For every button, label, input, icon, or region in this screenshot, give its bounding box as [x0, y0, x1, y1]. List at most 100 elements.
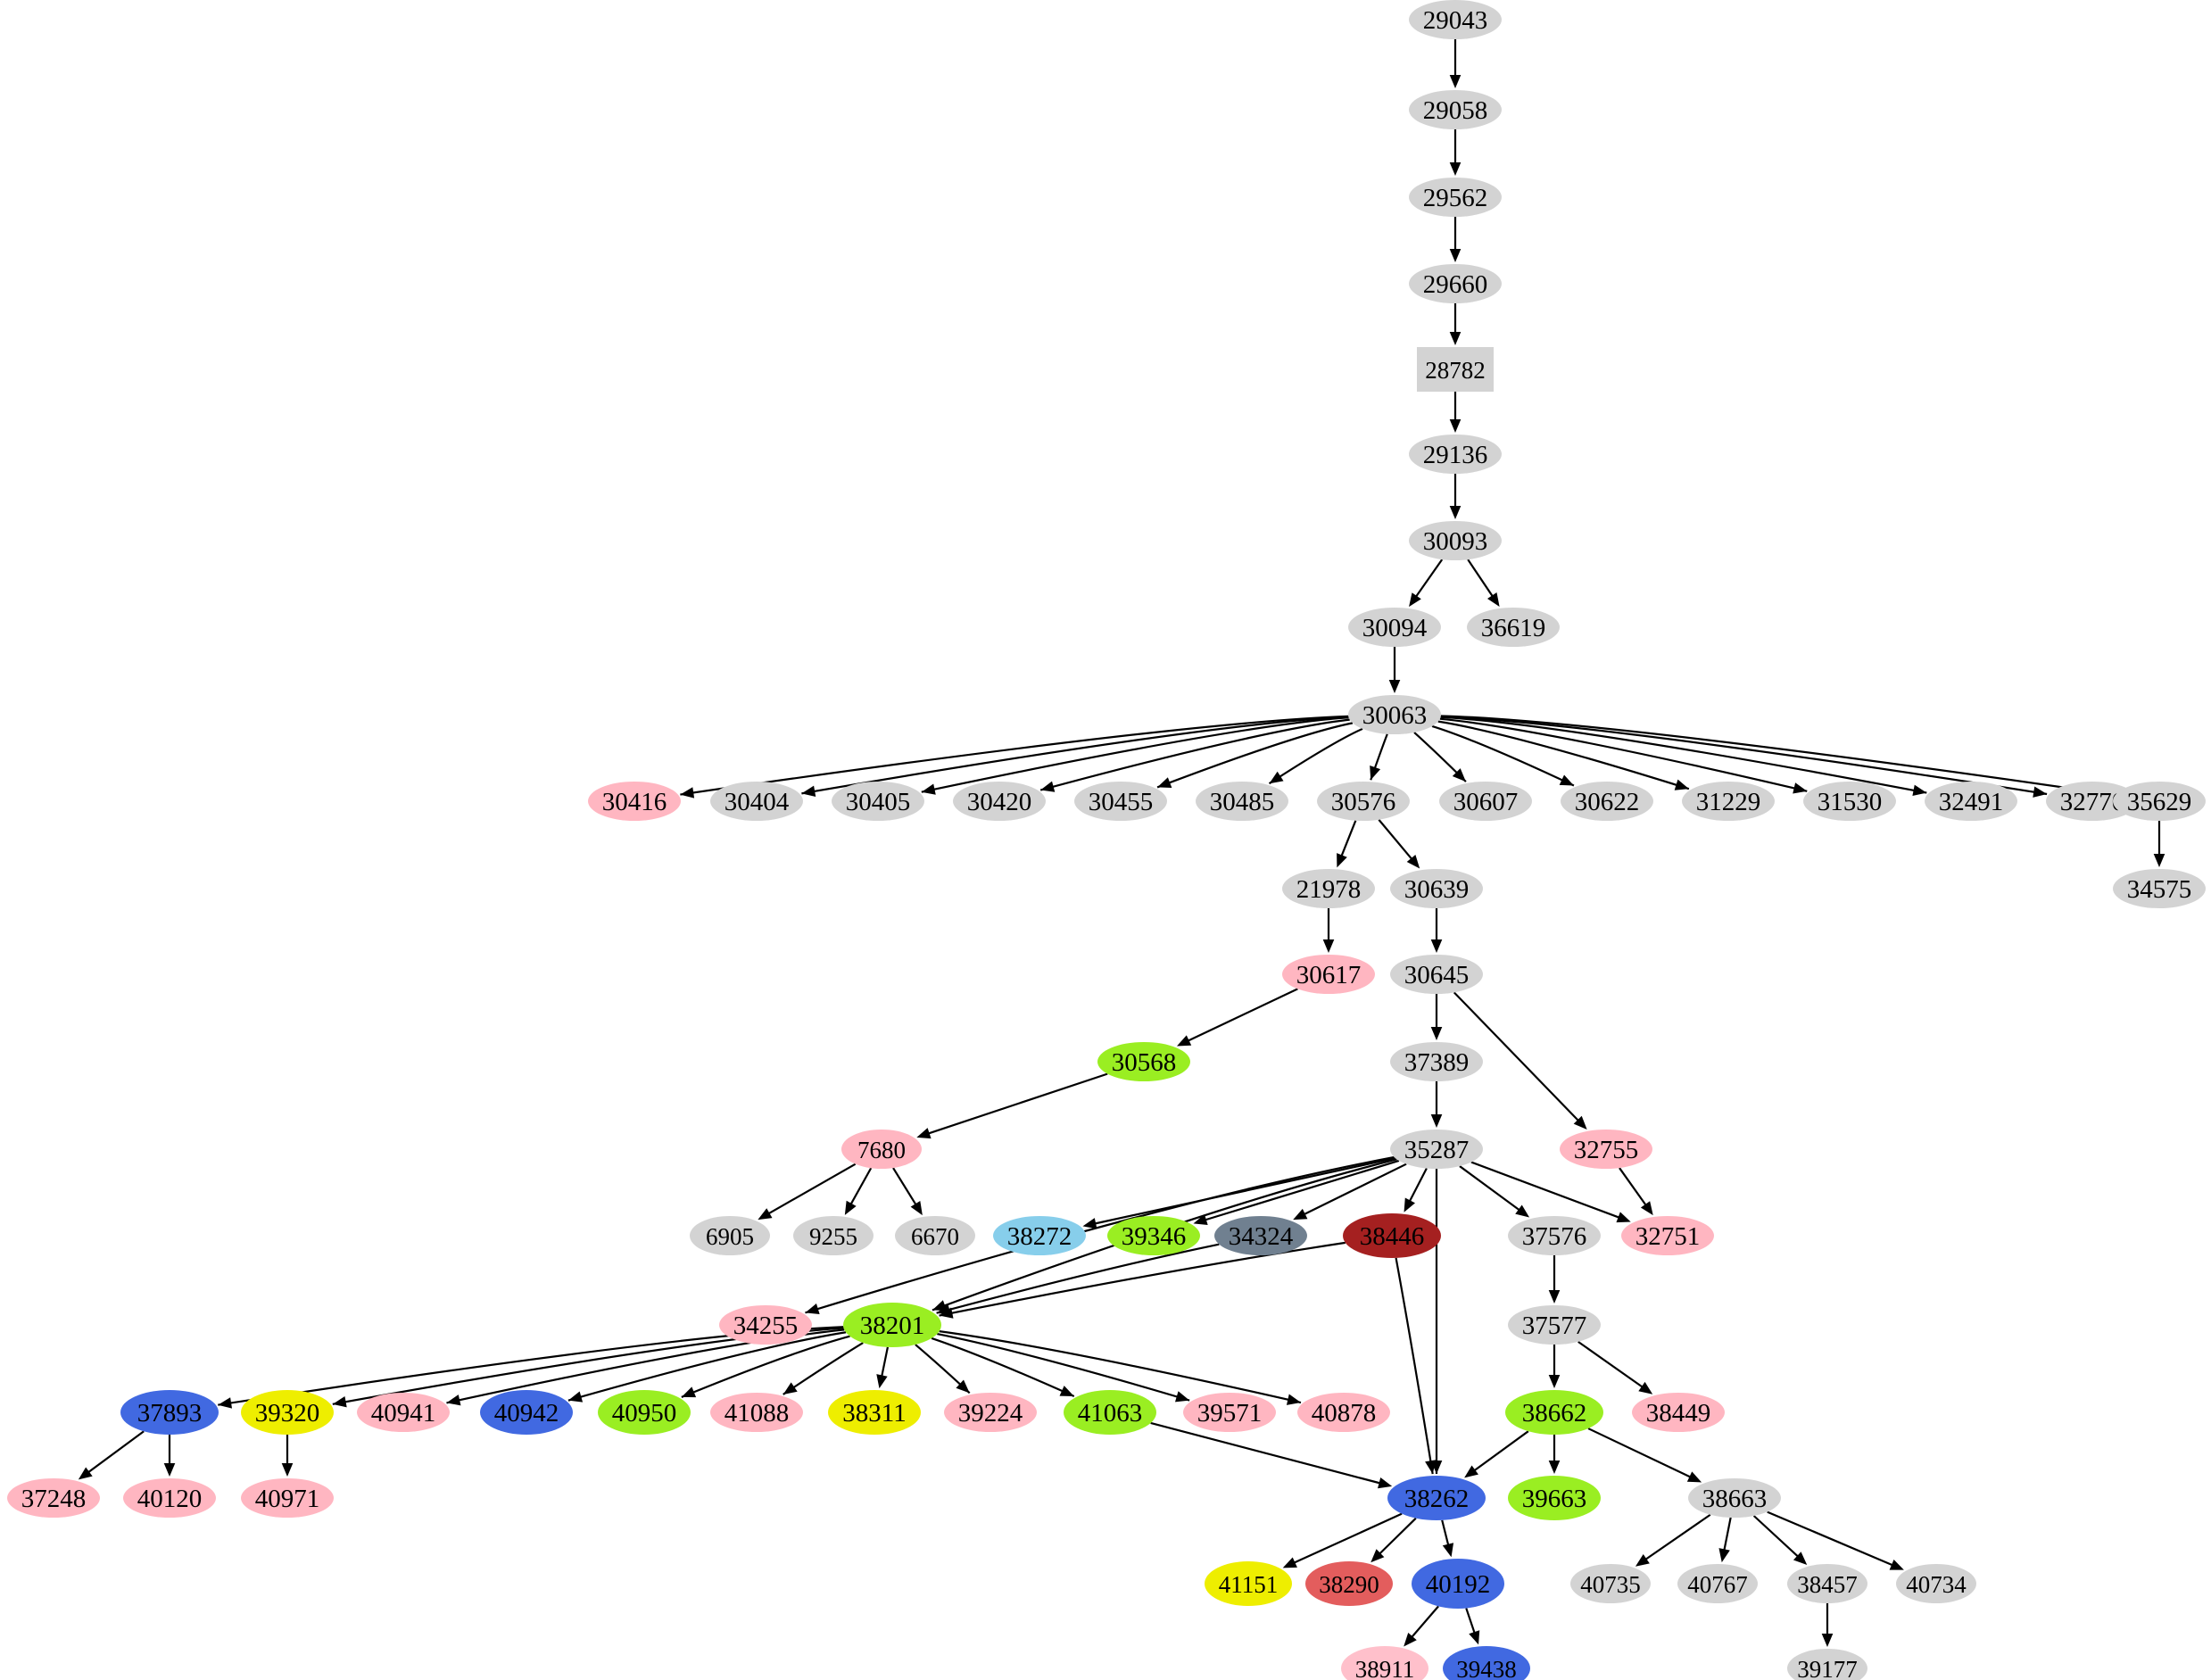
node-ellipse[interactable]	[2046, 782, 2139, 821]
graph-node[interactable]: 38201	[843, 1303, 941, 1347]
graph-node[interactable]: 32755	[1560, 1130, 1652, 1169]
node-ellipse[interactable]	[1387, 1476, 1486, 1520]
graph-node[interactable]: 38272	[993, 1216, 1086, 1255]
graph-node[interactable]: 38290	[1305, 1561, 1393, 1606]
node-ellipse[interactable]	[1348, 695, 1441, 734]
graph-node[interactable]: 40971	[241, 1478, 334, 1518]
graph-node[interactable]: 6670	[895, 1216, 975, 1255]
node-ellipse[interactable]	[1214, 1216, 1307, 1255]
graph-node[interactable]: 35287	[1390, 1130, 1483, 1169]
node-rect[interactable]	[1417, 347, 1494, 392]
node-ellipse[interactable]	[1896, 1564, 1976, 1603]
graph-node[interactable]: 28782	[1417, 347, 1494, 392]
graph-node[interactable]: 36619	[1467, 608, 1560, 647]
node-ellipse[interactable]	[1282, 869, 1375, 908]
graph-node[interactable]: 38663	[1688, 1478, 1781, 1518]
node-ellipse[interactable]	[828, 1390, 921, 1435]
node-ellipse[interactable]	[843, 1303, 941, 1347]
node-ellipse[interactable]	[1107, 1216, 1200, 1255]
node-ellipse[interactable]	[953, 782, 1046, 821]
graph-node[interactable]: 38662	[1505, 1390, 1603, 1435]
node-ellipse[interactable]	[598, 1390, 691, 1435]
node-ellipse[interactable]	[1390, 869, 1483, 908]
graph-node[interactable]: 38911	[1341, 1646, 1428, 1680]
graph-node[interactable]: 38457	[1787, 1564, 1867, 1603]
node-ellipse[interactable]	[1064, 1390, 1156, 1435]
graph-node[interactable]: 37248	[7, 1478, 100, 1518]
node-ellipse[interactable]	[1409, 90, 1502, 129]
graph-node[interactable]: 30094	[1348, 608, 1441, 647]
node-ellipse[interactable]	[123, 1478, 216, 1518]
graph-node[interactable]: 41063	[1064, 1390, 1156, 1435]
graph-node[interactable]: 29058	[1409, 90, 1502, 129]
node-ellipse[interactable]	[1412, 1559, 1504, 1609]
graph-node[interactable]: 39346	[1107, 1216, 1200, 1255]
graph-node[interactable]: 30568	[1097, 1042, 1190, 1081]
graph-node[interactable]: 38449	[1632, 1393, 1725, 1432]
graph-node[interactable]: 34255	[719, 1305, 812, 1345]
node-ellipse[interactable]	[1508, 1216, 1601, 1255]
node-ellipse[interactable]	[690, 1216, 770, 1255]
graph-node[interactable]: 40942	[480, 1390, 573, 1435]
graph-node[interactable]: 9255	[793, 1216, 874, 1255]
node-ellipse[interactable]	[1409, 434, 1502, 474]
node-ellipse[interactable]	[120, 1390, 219, 1435]
node-ellipse[interactable]	[1439, 782, 1532, 821]
node-ellipse[interactable]	[1787, 1649, 1867, 1680]
graph-node[interactable]: 6905	[690, 1216, 770, 1255]
node-ellipse[interactable]	[1205, 1561, 1292, 1606]
node-ellipse[interactable]	[480, 1390, 573, 1435]
node-ellipse[interactable]	[357, 1393, 450, 1432]
graph-node[interactable]: 40735	[1570, 1564, 1651, 1603]
node-ellipse[interactable]	[993, 1216, 1086, 1255]
graph-node[interactable]: 35629	[2113, 782, 2206, 821]
node-ellipse[interactable]	[1787, 1564, 1867, 1603]
graph-node[interactable]: 34575	[2113, 869, 2206, 908]
node-ellipse[interactable]	[719, 1305, 812, 1345]
node-ellipse[interactable]	[1925, 782, 2017, 821]
graph-node[interactable]: 31530	[1803, 782, 1896, 821]
graph-node[interactable]: 30404	[710, 782, 803, 821]
graph-node[interactable]: 30645	[1390, 955, 1483, 994]
node-ellipse[interactable]	[1409, 0, 1502, 39]
node-ellipse[interactable]	[1632, 1393, 1725, 1432]
node-ellipse[interactable]	[1409, 521, 1502, 560]
node-ellipse[interactable]	[1317, 782, 1410, 821]
graph-node[interactable]: 37893	[120, 1390, 219, 1435]
node-ellipse[interactable]	[1297, 1393, 1390, 1432]
node-ellipse[interactable]	[1803, 782, 1896, 821]
graph-node[interactable]: 39177	[1787, 1649, 1867, 1680]
graph-node[interactable]: 41151	[1205, 1561, 1292, 1606]
node-ellipse[interactable]	[793, 1216, 874, 1255]
node-ellipse[interactable]	[1343, 1213, 1441, 1258]
node-ellipse[interactable]	[2113, 782, 2206, 821]
graph-node[interactable]: 37577	[1508, 1305, 1601, 1345]
graph-node[interactable]: 38446	[1343, 1213, 1441, 1258]
node-ellipse[interactable]	[7, 1478, 100, 1518]
node-ellipse[interactable]	[1409, 264, 1502, 303]
node-ellipse[interactable]	[1305, 1561, 1393, 1606]
graph-node[interactable]: 39438	[1443, 1646, 1530, 1680]
graph-node[interactable]: 30416	[588, 782, 681, 821]
graph-node[interactable]: 40767	[1677, 1564, 1758, 1603]
graph-node[interactable]: 7680	[841, 1130, 922, 1169]
node-ellipse[interactable]	[1097, 1042, 1190, 1081]
graph-node[interactable]: 29136	[1409, 434, 1502, 474]
node-ellipse[interactable]	[588, 782, 681, 821]
node-ellipse[interactable]	[1508, 1305, 1601, 1345]
node-ellipse[interactable]	[1390, 955, 1483, 994]
graph-node[interactable]: 30063	[1348, 695, 1441, 734]
graph-node[interactable]: 41088	[710, 1393, 803, 1432]
node-ellipse[interactable]	[1570, 1564, 1651, 1603]
graph-node[interactable]: 30420	[953, 782, 1046, 821]
node-ellipse[interactable]	[241, 1390, 334, 1435]
graph-node[interactable]: 38311	[828, 1390, 921, 1435]
node-ellipse[interactable]	[832, 782, 924, 821]
graph-node[interactable]: 39571	[1183, 1393, 1276, 1432]
graph-node[interactable]: 40120	[123, 1478, 216, 1518]
node-ellipse[interactable]	[1282, 955, 1375, 994]
graph-node[interactable]: 34324	[1214, 1216, 1307, 1255]
node-ellipse[interactable]	[1682, 782, 1775, 821]
graph-node[interactable]: 30093	[1409, 521, 1502, 560]
graph-node[interactable]: 29660	[1409, 264, 1502, 303]
